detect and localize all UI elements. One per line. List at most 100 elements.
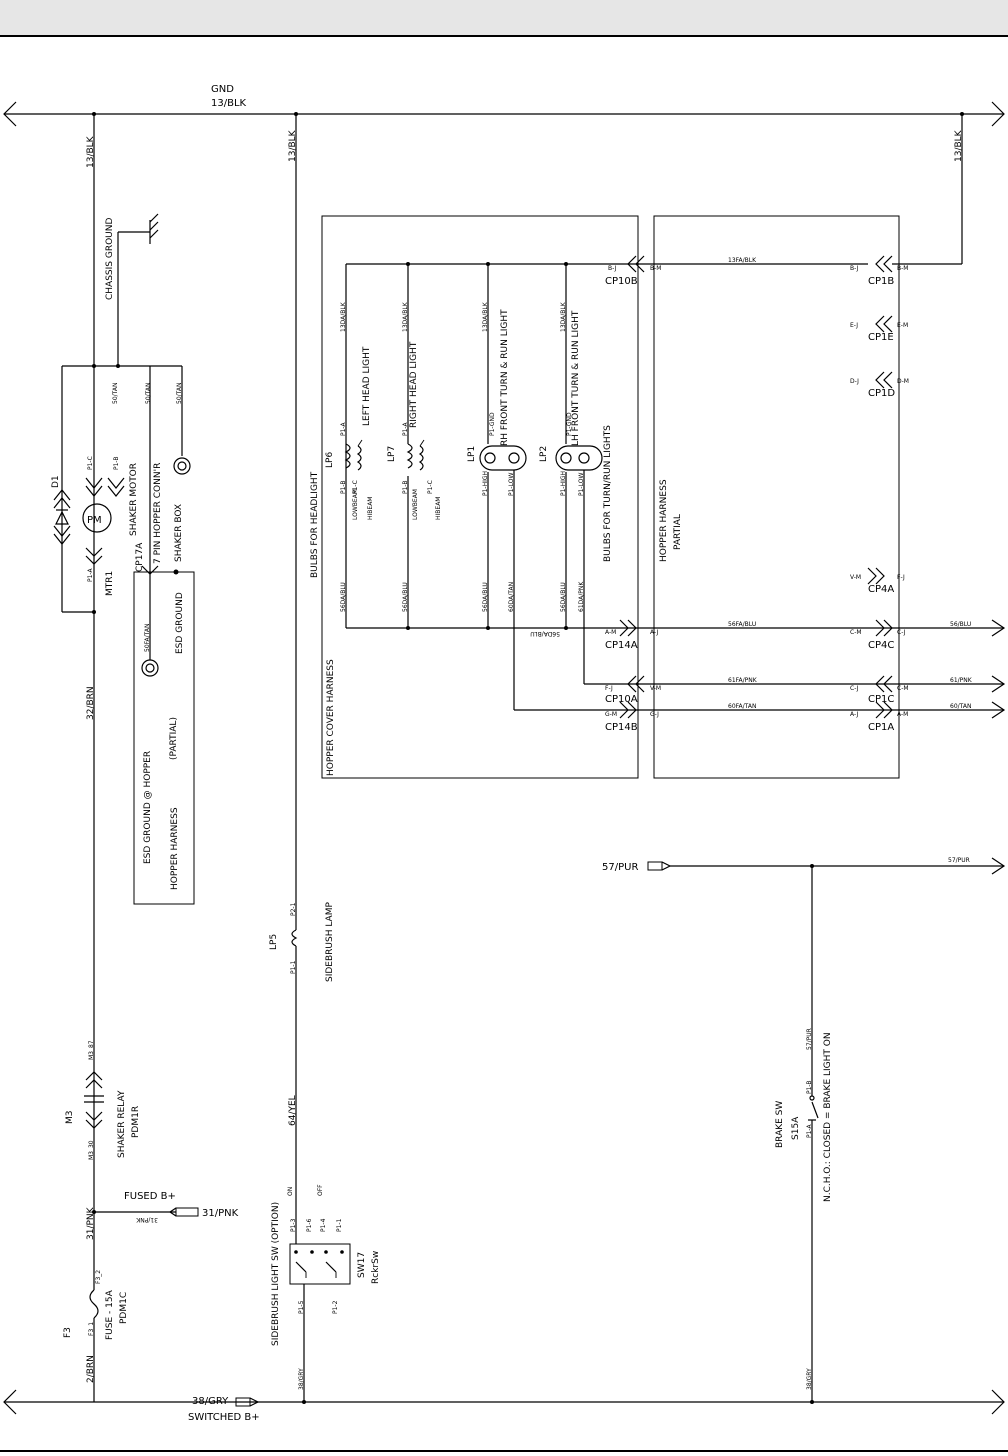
cp10b-pin-j: B-J (608, 265, 617, 272)
brake-pin-b: P1-B (806, 1080, 813, 1094)
bulbs-headlight-label: BULBS FOR HEADLIGHT (310, 471, 320, 578)
lp6-name: LEFT HEAD LIGHT (362, 346, 372, 426)
cp4c-label: CP4C (868, 640, 894, 651)
wire-13da-1: 13DA/BLK (340, 301, 347, 332)
fuse-f3: F3 FUSE - 15A PDM1C F3_1 F3_2 (63, 1270, 129, 1340)
cp1c-pin-j: C-J (850, 685, 859, 692)
wire-56da-4: 56DA/BLU (560, 582, 567, 612)
wire-50tan-1: 50/TAN (112, 383, 119, 404)
partial-label: (PARTIAL) (169, 717, 179, 760)
fused-wire: 31/PNK (202, 1208, 239, 1219)
motor-name: SHAKER MOTOR (129, 463, 139, 536)
wire-13fa-blk: 13FA/BLK (728, 257, 757, 264)
motor-pin-c: P1-C (87, 456, 94, 470)
switch-p5: P1-5 (298, 1300, 305, 1314)
lp6-pin-b: P1-B (340, 480, 347, 494)
hopper-conn-name: 7 PIN HOPPER CONN'R (153, 463, 163, 564)
wire-50tan-3: 50/TAN (176, 383, 183, 404)
lp6-hibeam: HIBEAM (367, 497, 374, 520)
cp14b-label: CP14B (605, 722, 638, 733)
lp7-lowbeam: LOWBEAM (412, 489, 419, 520)
lp2-name: LH FRONT TURN & RUN LIGHT (571, 310, 581, 446)
lp5-name: SIDEBRUSH LAMP (325, 902, 335, 982)
switch-p1: P1-1 (336, 1218, 343, 1232)
lp2-high: P1-HIGH (560, 471, 567, 496)
lp5-pin2: P2-1 (290, 902, 297, 916)
cp1c-pin-m: C-M (897, 685, 909, 692)
wire-13blk-center: 13/BLK (288, 129, 298, 162)
brake-in-wire: 57/PUR (602, 862, 638, 873)
wire-50fa-tan: 50FA/TAN (144, 624, 151, 652)
diode-ref: D1 (51, 475, 61, 488)
motor-pin-b: P1-B (113, 456, 120, 470)
center-branch: 13/BLK 64/YEL 38/GRY (288, 112, 306, 1404)
wire-56da-loop: 56DA/BLU (530, 630, 560, 637)
cp14a-pin-m: A-M (605, 629, 616, 636)
lp5-pin1: P1-1 (290, 960, 297, 974)
switch-type: RckrSw (371, 1251, 381, 1284)
fuse-pin1: F3_1 (88, 1322, 95, 1336)
lp2-ref: LP2 (539, 446, 549, 462)
sidebrush-lamp: LP5 SIDEBRUSH LAMP P1-1 P2-1 (269, 902, 335, 982)
cp4c-pin-m: C-M (850, 629, 862, 636)
fused-bplus: FUSED B+ 31/PNK 31/PNK (94, 1191, 239, 1223)
wire-31pnk: 31/PNK (86, 1206, 96, 1240)
hopper-harness-label: HOPPER HARNESS (170, 807, 180, 890)
wire-61fa-pnk: 61FA/PNK (728, 677, 758, 684)
wire-13blk-right: 13/BLK (954, 129, 964, 162)
wire-13da-3: 13DA/BLK (482, 301, 489, 332)
wire-13da-4: 13DA/BLK (560, 301, 567, 332)
cp4c-pin-j: C-J (897, 629, 906, 636)
brake-note: N.C.H.O.: CLOSED = BRAKE LIGHT ON (823, 1032, 833, 1202)
wire-60fa-tan: 60FA/TAN (728, 703, 756, 710)
switch-p6: P1-6 (306, 1218, 313, 1232)
cp10b-pin-m: B-M (650, 265, 661, 272)
chassis-ground-symbol: CHASSIS GROUND 50/TAN 50/TAN 50/TAN (94, 213, 191, 475)
fuse-ref: F3 (63, 1327, 73, 1338)
lp1-gnd: P1-GND (489, 412, 496, 436)
wire-56da-1: 56DA/BLU (340, 582, 347, 612)
brake-vwire: 57/PUR (806, 1028, 813, 1050)
lp7-pin-c: P1-C (427, 480, 434, 494)
wire-38gry-center: 38/GRY (298, 1368, 305, 1390)
fuse-name: FUSE - 15A (105, 1289, 115, 1340)
wire-13blk-left: 13/BLK (86, 135, 96, 168)
cp1d-label: CP1D (868, 388, 895, 399)
lp2-low: P1-LOW (578, 473, 585, 496)
hopper-cover-title: HOPPER COVER HARNESS (326, 659, 336, 776)
fused-label: FUSED B+ (124, 1191, 176, 1202)
motor-ref: MTR1 (105, 571, 115, 596)
lp7-ref: LP7 (387, 446, 397, 462)
lp7-hibeam: HIBEAM (435, 497, 442, 520)
esd-ground-label: ESD GROUND (175, 592, 185, 654)
lp1-low: P1-LOW (508, 473, 515, 496)
cp14a-pin-j: A-J (650, 629, 658, 636)
fused-wire-small: 31/PNK (135, 1216, 158, 1223)
brake-out-wire: 57/PUR (948, 857, 970, 864)
motor-pin-a: P1-A (87, 568, 94, 582)
hopper-connector-box: CP17A 7 PIN HOPPER CONN'R SHAKER BOX ESD… (133, 366, 195, 905)
wire-32brn: 32/BRN (86, 686, 96, 720)
wire-56fa-blu: 56FA/BLU (728, 621, 756, 628)
switch-p3: P1-3 (290, 1218, 297, 1232)
relay-pdm: PDM1R (131, 1106, 141, 1138)
lp7-pin-a: P1-A (402, 422, 409, 436)
gnd-title: GND (211, 84, 234, 95)
cp1c-label: CP1C (868, 694, 894, 705)
lp7-name: RIGHT HEAD LIGHT (409, 341, 419, 428)
switch-on: ON (287, 1187, 294, 1196)
brake-switch-branch: 57/PUR 57/PUR 57/PUR 38/GRY BRAKE SW S15… (602, 857, 1006, 1404)
esd-hopper-label: ESD GROUND @ HOPPER (143, 751, 153, 864)
lp6-ref: LP6 (325, 452, 335, 468)
wire-64yel: 64/YEL (288, 1095, 298, 1126)
cp4a-label: CP4A (868, 584, 894, 595)
brake-pin-a: P1-A (806, 1124, 813, 1138)
lp6-pin-a: P1-A (340, 422, 347, 436)
cp1d-pin-m: D-M (897, 378, 909, 385)
wire-38gry-right: 38/GRY (806, 1368, 813, 1390)
switched-wire-label: 38/GRY (192, 1396, 229, 1407)
lp6-lowbeam: LOWBEAM (352, 489, 359, 520)
switch-ref: SW17 (357, 1252, 367, 1278)
cp17a-ref: CP17A (135, 542, 145, 572)
